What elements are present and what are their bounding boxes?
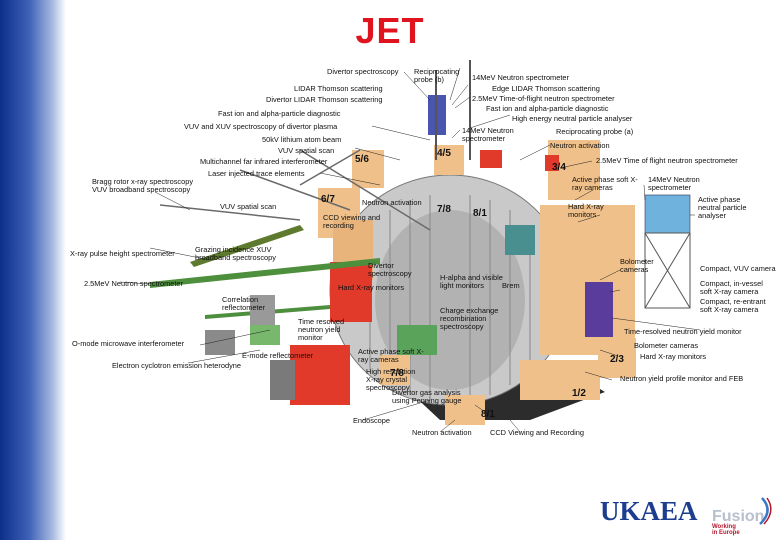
label-high-resolution-xray: High resolution X-ray crystal spectrosco…	[366, 367, 416, 392]
teal-box	[505, 225, 535, 255]
octant-label-6-7: 6/7	[321, 194, 335, 205]
label-neutron-activation-top: Neutron activation	[550, 141, 610, 150]
block-5-6	[352, 150, 384, 188]
octant-label-5-6: 5/6	[355, 154, 369, 165]
red-lower	[290, 345, 350, 405]
octant-label-1-2: 1/2	[572, 388, 586, 399]
left-rack	[270, 360, 295, 400]
label-high-energy-analyser: High energy neutral particle analyser	[512, 114, 633, 123]
octant-label-8-1-top: 8/1	[473, 208, 487, 219]
label-neutron-activation-mid: Neutron activation	[362, 198, 422, 207]
label-fast-ion-left: Fast ion and alpha-particle diagnostic	[218, 109, 341, 118]
label-reciprocating-probe-b: Reciprocating probe (b)	[414, 67, 460, 84]
label-endoscope: Endoscope	[353, 416, 390, 425]
logo-sub-line2: in Europe	[712, 530, 740, 536]
label-bremsstrahlung: Brem	[502, 281, 520, 290]
block-7-8	[380, 355, 410, 385]
label-ccd-viewing-bottom: CCD Viewing and Recording	[490, 428, 584, 437]
label-correlation-reflectometer: Correlation reflectometer	[222, 295, 266, 312]
emode-hw	[205, 330, 235, 355]
label-divertor-lidar: Divertor LIDAR Thomson scattering	[266, 95, 383, 104]
label-charge-exchange: Charge exchange recombination spectrosco…	[440, 306, 499, 331]
beamline-upper	[150, 258, 380, 288]
block-1-2	[520, 360, 600, 400]
label-tof-25mev-right: 2.5MeV Time of flight neutron spectromet…	[596, 156, 738, 165]
label-lithium-beam: 50kV lithium atom beam	[262, 135, 342, 144]
purple-box	[585, 282, 613, 337]
green-box	[397, 325, 437, 355]
label-vuv-xuv-divertor: VUV and XUV spectroscopy of divertor pla…	[184, 122, 338, 131]
logo-subtitle: Working in Europe	[712, 524, 740, 536]
label-active-phase-bottom: Active phase soft X-ray cameras	[358, 347, 424, 364]
label-ccd-viewing-mid: CCD viewing and recording	[323, 213, 381, 230]
label-neutron-activation-bottom: Neutron activation	[412, 428, 472, 437]
page-title: JET	[355, 10, 425, 51]
label-edge-lidar: Edge LIDAR Thomson scattering	[492, 84, 600, 93]
label-vuv-spatial-top: VUV spatial scan	[278, 146, 335, 155]
label-neutron-spec-25mev-left: 2.5MeV Neutron spectrometer	[84, 279, 183, 288]
red-small	[480, 150, 502, 168]
label-compact-invessel: Compact, in-vessel soft X-ray camera	[700, 279, 763, 296]
label-hard-xray-right: Hard X-ray monitors	[568, 202, 604, 219]
octant-label-8-1-bottom: 8/1	[481, 409, 495, 420]
label-active-phase-neutral: Active phase neutral particle analyser	[698, 195, 747, 220]
block-2-3	[598, 338, 636, 378]
octant-label-7-8-top: 7/8	[437, 204, 451, 215]
label-time-resolved-monitor: Time resolved neutron yield monitor	[298, 317, 345, 342]
label-vuv-spatial-left: VUV spatial scan	[220, 202, 277, 211]
red-right	[545, 155, 559, 171]
logo-ukaea-text: UKAEA	[600, 496, 698, 526]
grazing-beam	[190, 225, 304, 267]
octant-label-7-8-bottom: 7/8	[390, 368, 404, 379]
red-stack	[330, 262, 372, 322]
label-neutron-spec-14mev-mid: 14MeV Neutron spectrometer	[462, 126, 514, 143]
label-emode-reflectometer: E-mode reflectometer	[242, 351, 314, 360]
octant-label-4-5: 4/5	[437, 148, 451, 159]
label-divertor-gas-analysis: Divertor gas analysis using Penning gaug…	[392, 388, 462, 405]
octant-label-3-4: 3/4	[552, 162, 566, 173]
label-bragg-rotor: Bragg rotor x-ray spectroscopy	[92, 177, 194, 186]
correlation-hw	[250, 295, 275, 325]
label-tof-25mev: 2.5MeV Time-of-flight neutron spectromet…	[472, 94, 615, 103]
label-multichannel-ir: Multichannel far infrared interferometer	[200, 157, 328, 166]
logo-sub-line1: Working	[712, 524, 736, 530]
label-neutron-spec-14mev-top: 14MeV Neutron spectrometer	[472, 73, 569, 82]
logo-arc-icon	[759, 497, 772, 525]
octant-label-2-3: 2/3	[610, 354, 624, 365]
label-neutron-spec-14mev-right: 14MeV Neutron spectrometer	[648, 175, 700, 192]
label-reciprocating-probe-a: Reciprocating probe (a)	[556, 127, 634, 136]
sidebar-gradient	[0, 0, 66, 540]
label-bolometer-bottom: Bolometer cameras	[634, 341, 699, 350]
label-xray-pulse-height: X-ray pulse height spectrometer	[70, 249, 175, 258]
label-vuv-broadband: VUV broadband spectroscopy	[92, 185, 191, 194]
ukaea-fusion-logo: UKAEA Fusion Working in Europe	[600, 494, 775, 538]
label-neutron-profile-monitor: Neutron yield profile monitor and FEB	[620, 374, 744, 383]
label-time-resolved-right: Time-resolved neutron yield monitor	[624, 327, 742, 336]
label-divertor-spectroscopy-mid: Divertor spectroscopy	[368, 261, 412, 278]
label-compact-reentrant: Compact, re-entrant soft X-ray camera	[700, 297, 766, 314]
label-compact-vuv: Compact, VUV camera	[700, 264, 776, 273]
label-bolometer-top: Bolometer cameras	[620, 257, 654, 274]
label-hard-xray-mid: Hard X-ray monitors	[338, 283, 405, 292]
block-8-1-bottom	[445, 395, 485, 425]
label-electron-cyclotron: Electron cyclotron emission heterodyne	[112, 361, 241, 370]
label-hard-xray-bottom: Hard X-ray monitors	[640, 352, 707, 361]
block-4-5	[434, 145, 464, 175]
label-lidar-thomson: LIDAR Thomson scattering	[294, 84, 383, 93]
blue-box-right	[644, 194, 691, 234]
label-divertor-spectroscopy: Divertor spectroscopy	[327, 67, 399, 76]
label-omode-interferometer: O-mode microwave interferometer	[72, 339, 185, 348]
label-grazing-xuv: Grazing incidence XUV broadband spectros…	[195, 245, 276, 262]
green-box-2	[250, 325, 280, 345]
label-fast-ion-right: Fast ion and alpha-particle diagnostic	[486, 104, 609, 113]
label-laser-injected: Laser injected trace elements	[208, 169, 305, 178]
label-h-alpha: H-alpha and visible light monitors	[440, 273, 503, 290]
logo-fusion-text: Fusion	[712, 508, 765, 525]
label-active-phase-top: Active phase soft X-ray cameras	[572, 175, 638, 192]
